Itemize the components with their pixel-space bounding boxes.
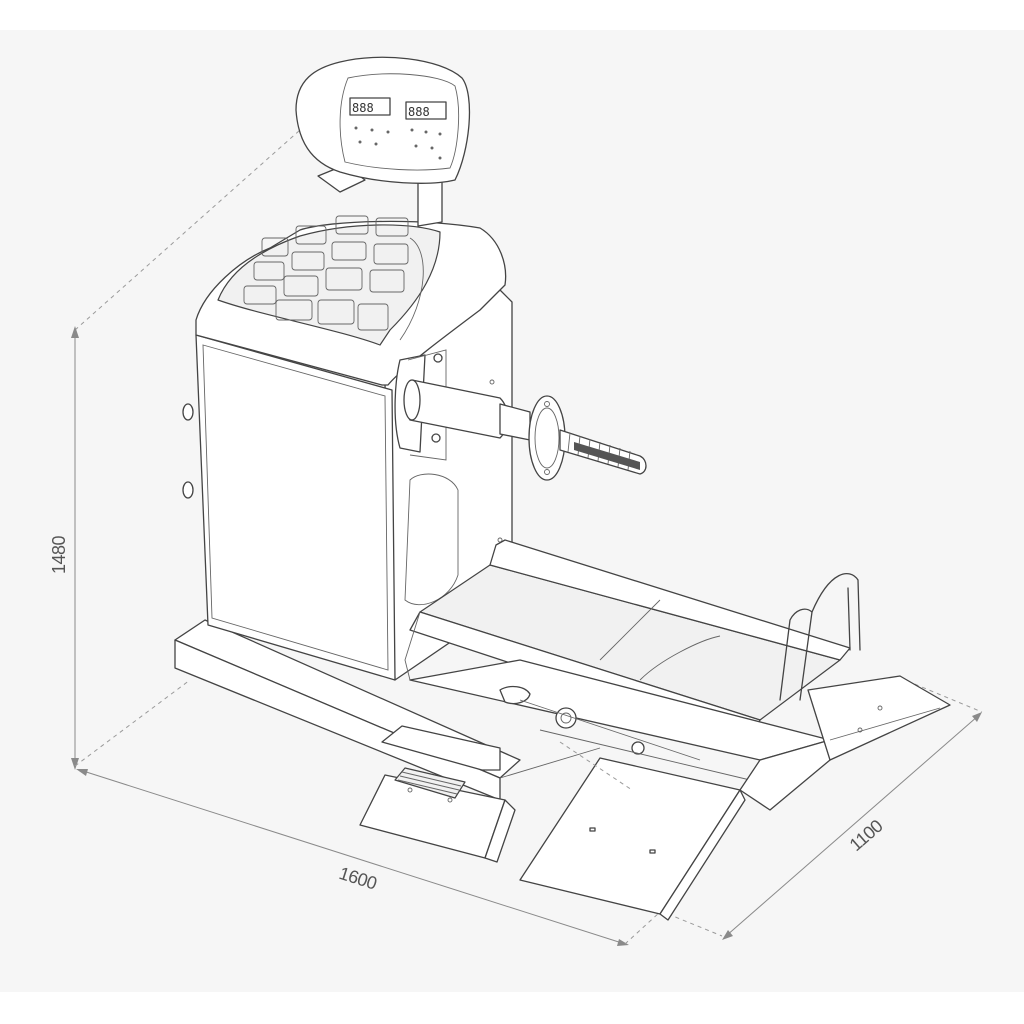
handle-top — [811, 572, 861, 651]
shaft-assembly — [394, 349, 647, 481]
cabinet-front — [195, 334, 396, 681]
depth-extension-bottom — [667, 913, 723, 937]
depth-arrow-bottom — [722, 930, 733, 940]
top-tray — [195, 215, 507, 386]
width-arrow-left — [76, 769, 88, 776]
side-knob-lower — [182, 481, 194, 499]
display-right-readout: 888 — [408, 105, 430, 119]
width-arrow-right — [617, 939, 629, 946]
dimension-height: 1480 — [49, 89, 346, 770]
width-label: 1600 — [337, 863, 380, 894]
depth-extension-top — [899, 677, 983, 713]
height-label: 1480 — [49, 535, 69, 574]
tray-inner — [217, 224, 441, 346]
width-extension-right — [624, 911, 661, 945]
depth-arrow-top — [972, 712, 982, 722]
ramp-edge — [659, 789, 746, 921]
height-arrow-bottom — [71, 758, 79, 770]
depth-dimension-line — [725, 715, 979, 937]
lift-mechanism — [409, 659, 951, 811]
ramp-surface — [519, 757, 741, 915]
frame-ramp-right — [807, 675, 951, 761]
pedal-cover — [381, 725, 501, 771]
display-housing — [295, 56, 471, 184]
display-unit: 888 888 — [295, 56, 471, 227]
display-left-readout: 888 — [352, 101, 374, 115]
base-front — [174, 639, 501, 801]
width-dimension-line — [79, 769, 626, 945]
display-right-window — [405, 101, 447, 120]
display-left-window — [349, 97, 391, 116]
front-ramp — [519, 741, 746, 921]
pedal-side — [484, 799, 516, 863]
mechanism-bolt — [555, 707, 577, 729]
platform-back-rail — [489, 539, 851, 661]
height-arrow-top — [71, 326, 79, 338]
width-extension-left — [74, 679, 191, 767]
side-knob-upper — [182, 403, 194, 421]
depth-label: 1100 — [846, 816, 887, 855]
foot-pedal — [359, 725, 516, 863]
